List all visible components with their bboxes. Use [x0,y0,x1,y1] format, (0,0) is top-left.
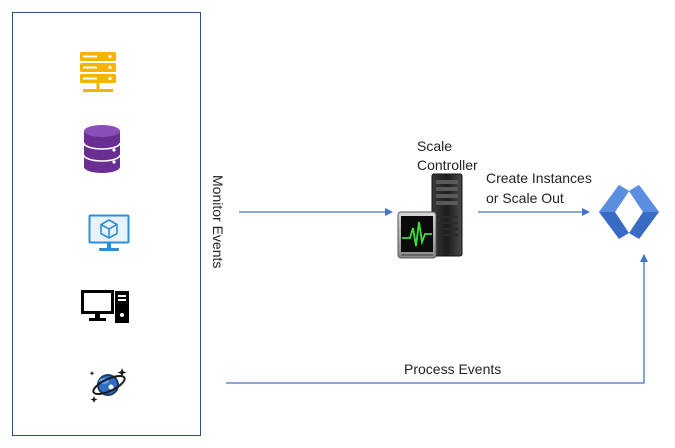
scale-controller-label-line2: Controller [417,157,478,173]
create-instances-label-line2: or Scale Out [486,190,564,206]
scale-controller-server-icon [397,173,463,259]
create-instances-label-line1: Create Instances [486,170,592,186]
function-app-icon [599,185,659,239]
scale-controller-label-line1: Scale [417,138,453,154]
database-icon [83,125,121,173]
process-events-label: Process Events [404,361,502,377]
process-events-arrow [226,254,648,384]
virtual-machine-icon [88,214,130,251]
server-rack-icon [80,52,116,92]
cosmos-db-icon [89,368,127,403]
desktop-computer-icon [81,290,129,323]
monitor-events-label: Monitor Events [210,175,226,269]
event-sources-panel [12,12,201,436]
